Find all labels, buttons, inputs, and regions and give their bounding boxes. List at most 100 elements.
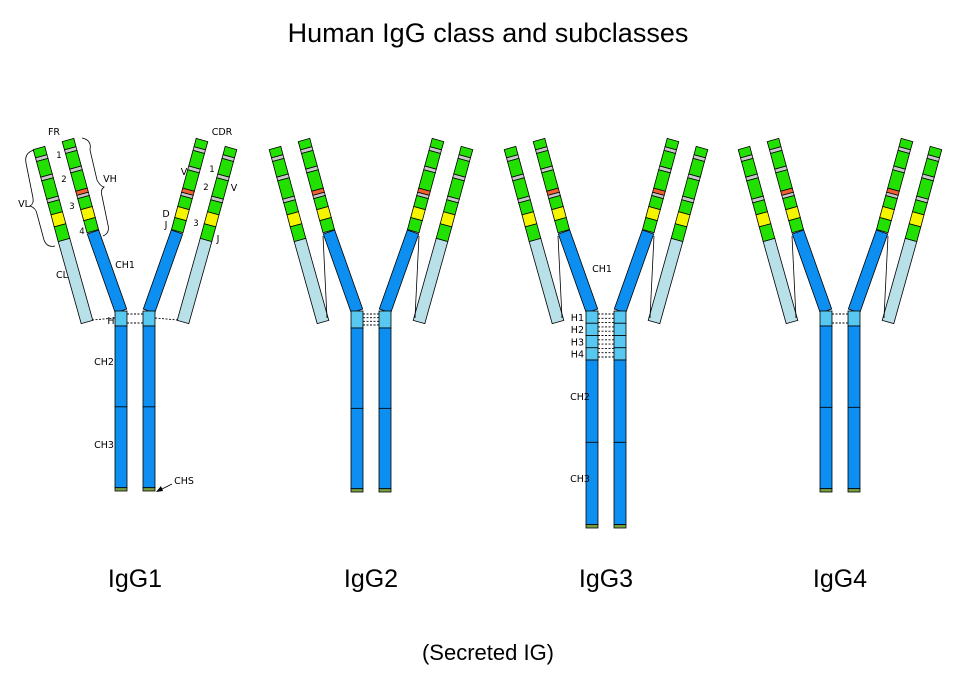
right-hinge-segment xyxy=(613,347,627,361)
right-hinge-segment xyxy=(378,310,392,329)
cdr-label: CDR xyxy=(212,127,233,138)
right-ch3-domain xyxy=(613,441,627,526)
left-ch3-domain xyxy=(819,406,833,490)
right-heavy-variable-fr3 xyxy=(653,169,671,192)
ch3-label: CH3 xyxy=(570,474,590,485)
right-heavy-variable-fr3 xyxy=(887,169,905,192)
right-light-cl xyxy=(881,237,918,325)
left-hinge-segment xyxy=(585,335,599,349)
right-heavy-ch1 xyxy=(142,229,184,314)
hinge-label: H3 xyxy=(571,337,584,348)
right-chs-segment xyxy=(847,488,861,493)
fr-label: FR xyxy=(48,127,60,138)
subclass-igg4: IgG4 xyxy=(737,137,943,593)
ch2-label: CH2 xyxy=(570,392,590,403)
region-number: 2 xyxy=(61,175,66,185)
v-label: V xyxy=(231,183,238,194)
ch1-label: CH1 xyxy=(115,260,135,271)
hinge-label: H1 xyxy=(571,313,584,324)
diagram-title: Human IgG class and subclasses xyxy=(287,18,689,48)
left-light-heavy-disulfide xyxy=(791,235,797,319)
region-number: 1 xyxy=(56,151,61,161)
left-heavy-variable-fr3 xyxy=(775,169,793,192)
right-hinge-segment xyxy=(613,335,627,349)
right-hinge-segment xyxy=(142,310,156,327)
right-ch3-domain xyxy=(847,406,861,490)
subclass-igg1: IgG1 xyxy=(32,137,238,593)
j-label: J xyxy=(216,234,220,245)
left-heavy-ch1 xyxy=(86,229,128,314)
left-ch2-domain xyxy=(350,327,364,409)
right-chs-segment xyxy=(613,524,627,529)
hinge-label: H4 xyxy=(571,350,584,361)
left-light-cl xyxy=(57,237,94,325)
left-light-cl xyxy=(528,237,565,325)
left-light-heavy-disulfide xyxy=(557,235,563,319)
left-heavy-variable-fr3 xyxy=(541,169,559,192)
left-heavy-variable-fr-end xyxy=(788,217,804,234)
left-heavy-ch1 xyxy=(557,229,599,314)
vh-label: VH xyxy=(103,174,117,185)
right-light-heavy-disulfide xyxy=(883,235,889,319)
left-hinge-segment xyxy=(114,310,128,327)
right-heavy-ch1 xyxy=(613,229,655,314)
left-ch3-domain xyxy=(114,406,128,489)
left-light-heavy-disulfide xyxy=(322,235,328,319)
left-heavy-ch1 xyxy=(791,229,833,314)
right-heavy-variable-fr3 xyxy=(418,169,436,192)
right-heavy-variable-fr-end xyxy=(642,217,658,234)
right-ch2-domain xyxy=(142,325,156,408)
left-hinge-segment xyxy=(585,310,599,324)
h-label: H xyxy=(107,316,114,327)
right-light-variable-fr3 xyxy=(447,177,465,200)
left-light-variable-fr3 xyxy=(512,177,530,200)
ch1-label: CH1 xyxy=(592,264,612,275)
subclass-igg2: IgG2 xyxy=(268,137,474,593)
vh-bracket xyxy=(81,137,109,237)
subclass-label: IgG2 xyxy=(344,565,398,593)
left-chs-segment xyxy=(350,488,364,493)
left-light-cl xyxy=(762,237,799,325)
vl-label: VL xyxy=(18,199,30,210)
right-chs-segment xyxy=(378,488,392,493)
left-light-variable-fr3 xyxy=(277,177,295,200)
left-heavy-variable-fr-end xyxy=(319,217,335,234)
vl-bracket xyxy=(25,149,56,247)
left-ch3-domain xyxy=(350,407,364,490)
subclass-label: IgG3 xyxy=(579,565,633,593)
right-heavy-ch1 xyxy=(378,229,420,314)
left-chs-segment xyxy=(114,487,128,492)
v-label: V xyxy=(181,167,188,178)
left-light-variable-fr3 xyxy=(746,177,764,200)
left-light-heavy-disulfide xyxy=(91,317,116,321)
subclass-label: IgG4 xyxy=(813,565,867,593)
chs-arrowhead xyxy=(156,486,163,492)
right-light-heavy-disulfide xyxy=(154,317,179,321)
right-light-variable-fr3 xyxy=(682,177,700,200)
left-hinge-segment xyxy=(585,322,599,336)
left-chs-segment xyxy=(819,488,833,493)
right-hinge-segment xyxy=(613,310,627,324)
left-heavy-variable-fr3 xyxy=(306,169,324,192)
left-hinge-segment xyxy=(585,347,599,361)
subclass-label: IgG1 xyxy=(108,565,162,593)
left-ch2-domain xyxy=(114,325,128,408)
right-light-heavy-disulfide xyxy=(414,235,420,319)
d-label: D xyxy=(162,209,169,220)
left-ch2-domain xyxy=(819,325,833,408)
left-heavy-variable-fr-end xyxy=(554,217,570,234)
right-light-variable-fr3 xyxy=(211,177,229,200)
right-chs-segment xyxy=(142,487,156,492)
ch2-label: CH2 xyxy=(94,357,114,368)
right-ch3-domain xyxy=(142,406,156,489)
j-label: J xyxy=(164,220,168,231)
right-hinge-segment xyxy=(613,322,627,336)
left-light-variable-fr3 xyxy=(41,177,59,200)
diagram-subtitle: (Secreted IG) xyxy=(421,640,555,665)
right-ch2-domain xyxy=(847,325,861,408)
hinge-label: H2 xyxy=(571,325,584,336)
